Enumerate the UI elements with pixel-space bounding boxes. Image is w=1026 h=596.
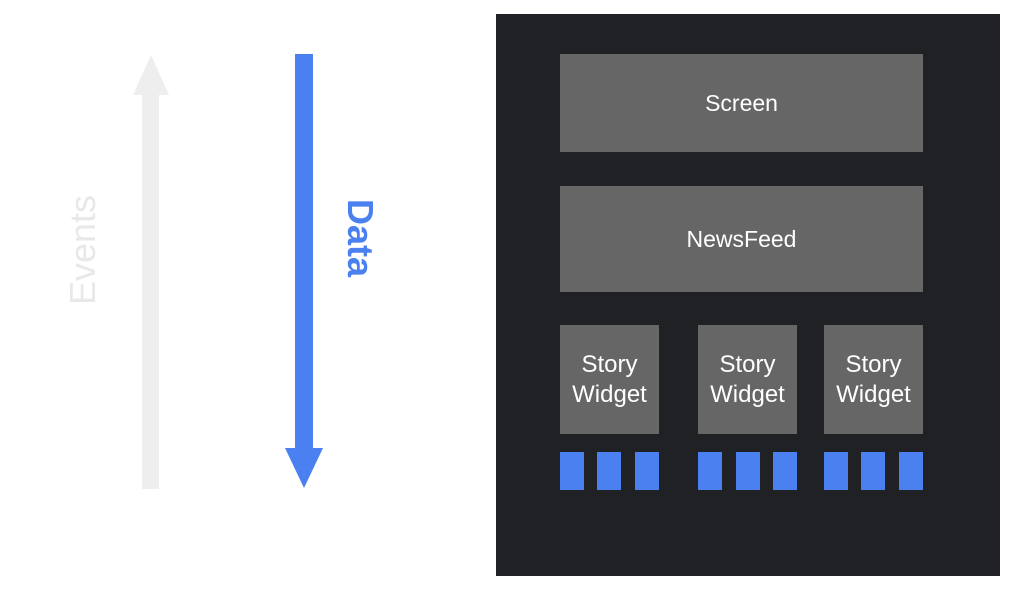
leaf-widget: [899, 452, 923, 490]
story-widget-box-1: Story Widget: [560, 325, 659, 434]
leaf-widget: [698, 452, 722, 490]
story-widget-box-3: Story Widget: [824, 325, 923, 434]
widget-tree-panel: Screen NewsFeed Story Widget Story Widge…: [496, 14, 1000, 576]
leaf-widget: [824, 452, 848, 490]
leaf-widget: [773, 452, 797, 490]
screen-label: Screen: [705, 90, 778, 116]
flow-arrows: [133, 54, 323, 489]
data-arrow-shaft: [295, 54, 313, 452]
leaf-widget: [597, 452, 621, 490]
newsfeed-widget-box: NewsFeed: [560, 186, 923, 292]
story-widget-label-line2: Widget: [836, 380, 911, 408]
story-widget-label-line1: Story: [581, 350, 638, 378]
leaf-widget: [635, 452, 659, 490]
story-widget-label-line2: Widget: [572, 380, 647, 408]
story-widget-label-line2: Widget: [710, 380, 785, 408]
events-arrow-shaft: [142, 92, 159, 489]
story-widget-label-line1: Story: [845, 350, 902, 378]
events-arrow-head: [133, 55, 169, 95]
screen-widget-box: Screen: [560, 54, 923, 152]
leaf-widget: [560, 452, 584, 490]
story-widget-label-line1: Story: [719, 350, 776, 378]
leaf-widget: [736, 452, 760, 490]
data-label: Data: [340, 198, 381, 278]
newsfeed-label: NewsFeed: [686, 226, 797, 252]
data-arrow-head: [285, 448, 323, 488]
events-label: Events: [62, 194, 103, 306]
story-widget-box-2: Story Widget: [698, 325, 797, 434]
leaf-widget: [861, 452, 885, 490]
